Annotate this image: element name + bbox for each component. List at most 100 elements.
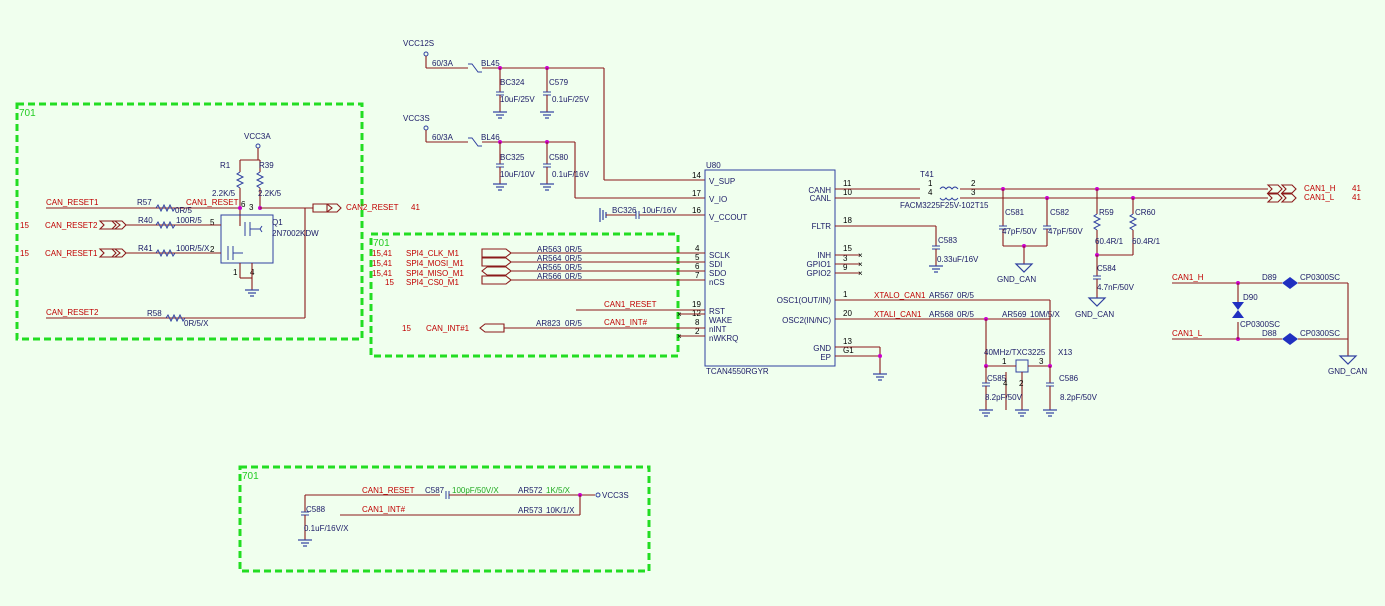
bead-rating: 60/3A	[432, 133, 454, 142]
res-ref: AR567	[929, 291, 954, 300]
pin-number: 4	[1003, 379, 1008, 388]
fltr-cap: C583 0.33uF/16V	[835, 225, 979, 273]
split-termination: R59 60.4R/1 CR60 60.4R/1 C584 4.7nF/50V …	[1075, 187, 1161, 319]
u80-chip: U80 TCAN4550RGYR V_SUP V_IO V_CCOUT SCLK…	[692, 161, 854, 376]
bc326-cap: BC326 10uF/16V	[599, 206, 705, 222]
c580-cap: C580 0.1uF/16V	[540, 140, 590, 191]
pin-number: 2	[1019, 379, 1024, 388]
group-pullup: 701	[238, 465, 651, 573]
pin-number: 13	[843, 337, 852, 346]
pin-number: 1	[928, 179, 933, 188]
resistor-icon	[155, 203, 176, 213]
res-value: 0R/5	[565, 319, 582, 328]
bc324-cap: BC324 10uF/25V	[493, 66, 535, 119]
chip-ref: U80	[706, 161, 721, 170]
offpage-connector	[98, 220, 121, 230]
group-reset: 701	[15, 102, 364, 341]
cap-value: 10uF/10V	[500, 170, 535, 179]
group-label: 701	[19, 108, 36, 119]
res-ref: CR60	[1135, 208, 1156, 217]
cap-ref: BC326	[612, 206, 637, 215]
pin-number: 17	[692, 189, 701, 198]
res-ref: AR565	[537, 263, 562, 272]
pin-number: 19	[692, 300, 701, 309]
res-value: 100R/5/X	[176, 244, 210, 253]
res-value: 0R/5	[565, 263, 582, 272]
vcc3s-label: VCC3S	[403, 114, 430, 123]
cap-value: 4.7nF/50V	[1097, 283, 1135, 292]
res-ref: AR569	[1002, 310, 1027, 319]
pin-number: 2	[971, 179, 976, 188]
page-ref: 15,41	[372, 249, 393, 258]
net-label: CAN2_RESET	[346, 203, 399, 212]
net-label: CAN1_INT#	[604, 318, 648, 327]
pin-number: 1	[233, 268, 238, 277]
res-value: 0R/5	[957, 310, 974, 319]
net-label: CAN_RESET2	[45, 221, 98, 230]
res-ref: R1	[220, 161, 231, 170]
net-label: CAN1_INT#	[362, 505, 406, 514]
coil-icon	[939, 186, 959, 190]
bead-ref: BL46	[481, 133, 500, 142]
cap-value: 8.2pF/50V	[1060, 393, 1098, 402]
net-label: SPI4_CLK_M1	[406, 249, 459, 258]
resistor-icon	[235, 171, 245, 189]
diode-value: CP0300SC	[1300, 329, 1340, 338]
bead-ref: BL45	[481, 59, 500, 68]
pin-label: GPIO2	[807, 269, 832, 278]
nc-mark: ×	[677, 332, 682, 341]
res-ref: AR564	[537, 254, 562, 263]
pin-number: 10	[843, 188, 852, 197]
gnd-label: GND_CAN	[1075, 310, 1114, 319]
page-ref: 15	[402, 324, 411, 333]
diode-value: CP0300SC	[1300, 273, 1340, 282]
pin-number: 8	[695, 318, 700, 327]
diode-value: CP0300SC	[1240, 320, 1280, 329]
cap-ref: C586	[1059, 374, 1079, 383]
res-value: 10K/1/X	[546, 506, 575, 515]
res-ref: R39	[259, 161, 274, 170]
net-label: CAN1_H	[1304, 184, 1336, 193]
group-spi: 701	[369, 232, 680, 358]
gnd-label: GND_CAN	[1328, 367, 1367, 376]
page-ref: 15	[20, 221, 29, 230]
cap-value: 10uF/16V	[642, 206, 677, 215]
pin-label: V_SUP	[709, 177, 735, 186]
pin-label: FLTR	[812, 222, 832, 231]
page-ref: 41	[1352, 193, 1361, 202]
cap-value: 0.1uF/25V	[552, 95, 590, 104]
pin-number: 16	[692, 206, 701, 215]
bc325-cap: BC325 10uF/10V	[493, 140, 535, 191]
c581-c582-caps: C581 47pF/50V C582 47pF/50V GND_CAN	[997, 187, 1083, 284]
reset-circuit: VCC3A R1 2.2K/5 R39 2.2K/5 CAN2_RESET 41…	[20, 132, 420, 328]
gnd-ep	[835, 346, 887, 381]
page-ref: 15	[20, 249, 29, 258]
nc-mark: ×	[858, 251, 863, 260]
offpage-connector	[481, 257, 512, 267]
pin-number: 7	[695, 271, 700, 280]
pin-number: 6	[695, 262, 700, 271]
coil-icon	[939, 197, 959, 201]
res-value: 2.2K/5	[212, 189, 236, 198]
page-ref: 41	[411, 203, 420, 212]
transformer-part: FACM3225F25V-102T15	[900, 201, 989, 210]
crystal-ref: X13	[1058, 348, 1073, 357]
pin-label: SCLK	[709, 251, 731, 260]
offpage-connector	[479, 323, 505, 333]
vcc3s-label: VCC3S	[602, 491, 629, 500]
nc-mark: ×	[858, 260, 863, 269]
vcc3s-supply: VCC3S 60/3A BL46	[403, 114, 705, 199]
q1-ref: Q1	[272, 218, 283, 227]
pin-label: CANL	[810, 194, 832, 203]
tvs-diode-icon	[1232, 302, 1244, 318]
resistor-icon	[155, 220, 176, 230]
cap-ref: BC324	[500, 78, 525, 87]
pin-label: V_CCOUT	[709, 213, 747, 222]
res-ref: AR572	[518, 486, 543, 495]
pin-number: G1	[843, 346, 854, 355]
cap-ref: C582	[1050, 208, 1070, 217]
pin-number: 1	[843, 290, 848, 299]
pin-number: 6	[241, 200, 246, 209]
pin-number: 5	[695, 253, 700, 262]
cap-ref: C583	[938, 236, 958, 245]
